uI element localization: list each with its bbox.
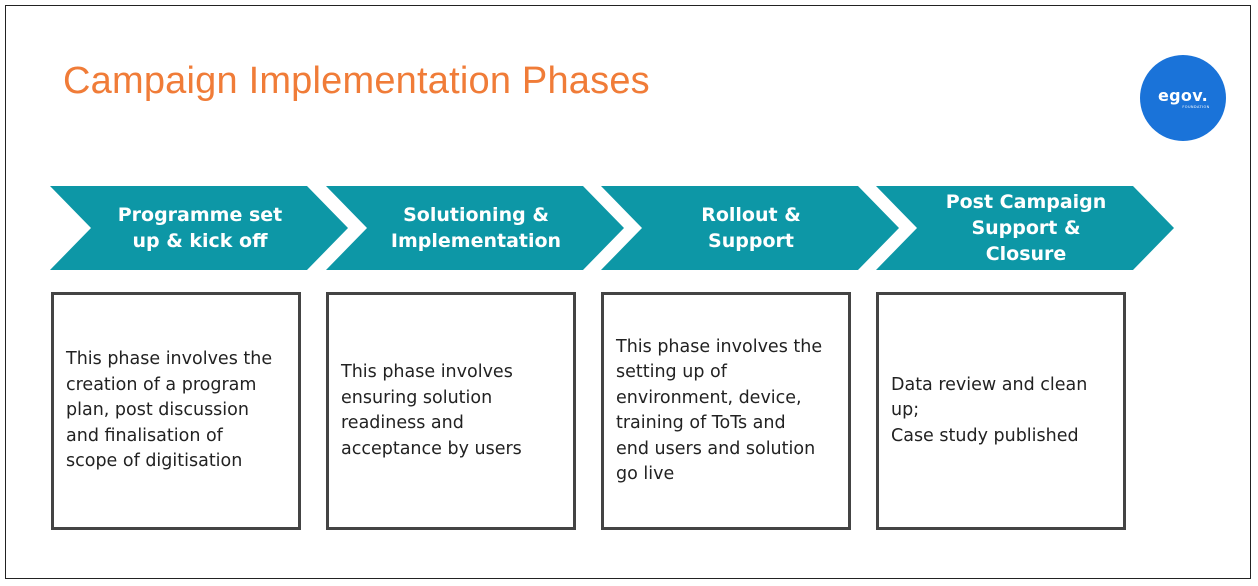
phase-2-box: This phase involves ensuring solution re… — [326, 292, 576, 530]
phase-1-description: This phase involves the creation of a pr… — [66, 349, 273, 472]
phase-2-description: This phase involves ensuring solution re… — [341, 362, 522, 459]
logo-wordmark: egov. — [1158, 85, 1208, 105]
page-title: Campaign Implementation Phases — [63, 60, 650, 102]
phase-chevrons — [50, 186, 1174, 270]
chevron-4 — [876, 186, 1174, 270]
egov-logo: egov. FOUNDATION — [1140, 55, 1226, 141]
chevron-2 — [326, 186, 624, 270]
chevron-1 — [50, 186, 348, 270]
phase-3-label: Rollout & Support — [701, 204, 801, 252]
phase-3-description: This phase involves the setting up of en… — [616, 336, 823, 485]
phase-1-box: This phase involves the creation of a pr… — [51, 292, 301, 530]
phase-3-box: This phase involves the setting up of en… — [601, 292, 851, 530]
phase-4-label: Post Campaign Support & Closure — [945, 191, 1107, 265]
phase-4-box: Data review and clean up; Case study pub… — [876, 292, 1126, 530]
chevron-3 — [601, 186, 899, 270]
phase-1-label: Programme set up & kick off — [117, 204, 283, 252]
logo-subtitle: FOUNDATION — [1182, 104, 1210, 109]
phase-4-description: Data review and clean up; Case study pub… — [891, 374, 1088, 446]
phase-2-label: Solutioning & Implementation — [390, 204, 562, 252]
